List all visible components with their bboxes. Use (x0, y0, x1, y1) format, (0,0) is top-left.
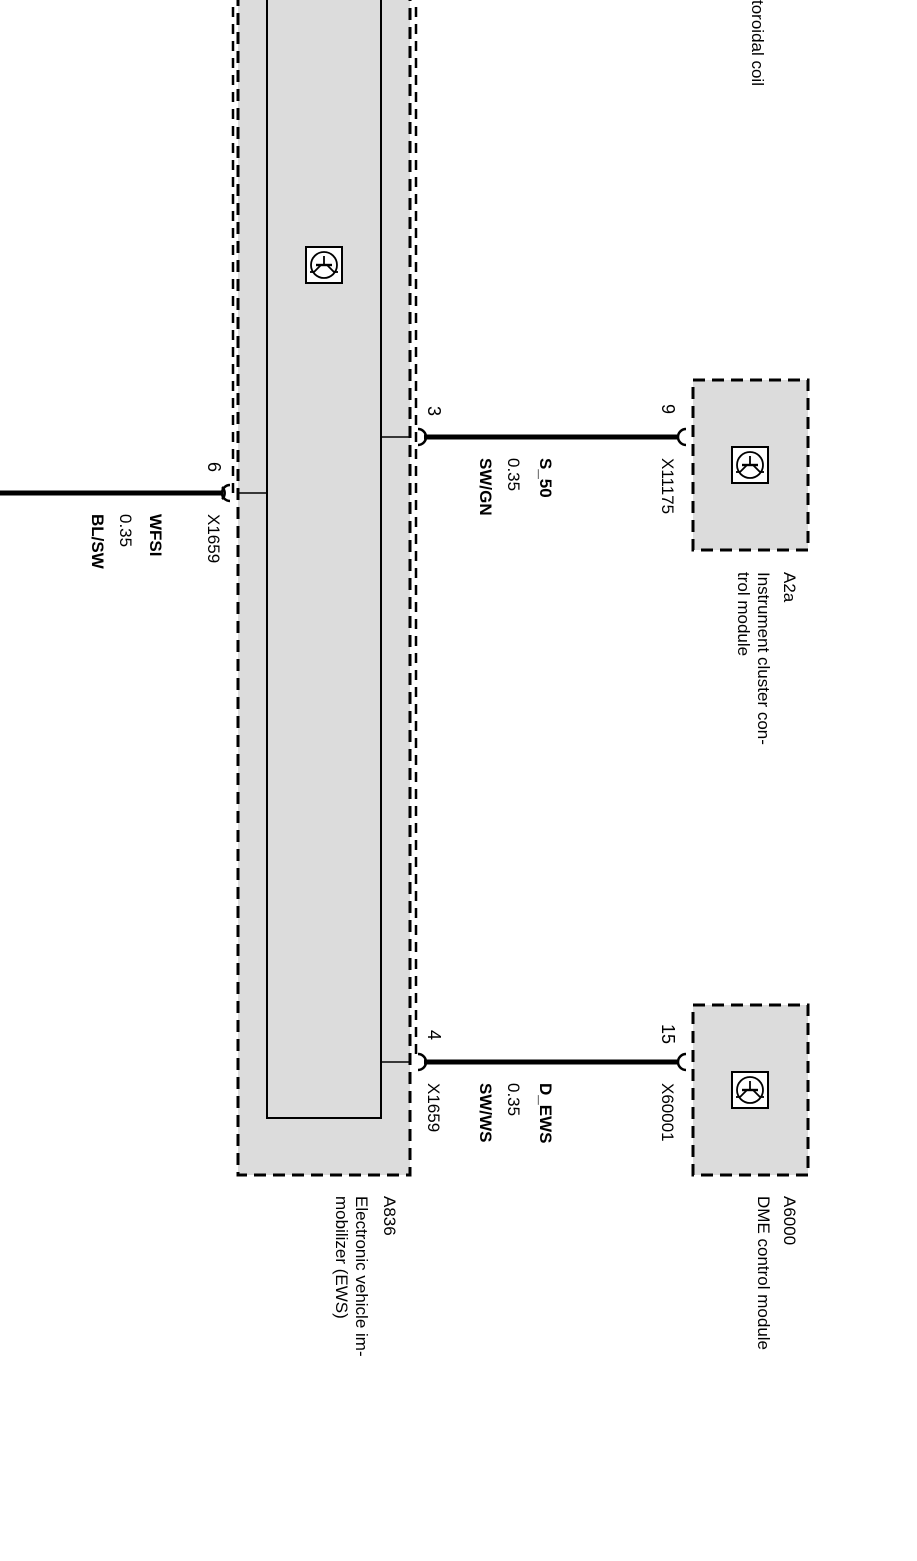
wfsi-connector-label: X1659 (204, 514, 223, 563)
ews-inner-block (266, 0, 382, 1119)
dews-signal-label: D_EWS (536, 1083, 555, 1143)
instrument-cluster-name-line2: trol module (734, 572, 753, 656)
s50-ews-pin-label: 3 (424, 406, 444, 416)
dews-gauge-label: 0.35 (504, 1083, 523, 1116)
labels: toroidal coil 6 X1659 WFSI 0.35 BL/SW 3 … (88, 0, 799, 1357)
instrument-cluster-module (691, 378, 810, 552)
ews-module (231, 0, 418, 1177)
wire-d-ews (417, 1052, 687, 1072)
ews-module-name-line2: mobilizer (EWS) (332, 1196, 351, 1319)
connector-pin-s50-cluster (676, 427, 687, 447)
connector-pin-s50-ews (417, 427, 428, 447)
wfsi-gauge-label: 0.35 (116, 514, 135, 547)
instrument-cluster-code: A2a (780, 572, 799, 603)
ews-module-name-line1: Electronic vehicle im- (352, 1196, 371, 1357)
dme-module-code: A6000 (780, 1196, 799, 1245)
dme-module-name: DME control module (754, 1196, 773, 1350)
dews-ews-pin-label: 4 (424, 1030, 444, 1040)
ews-module-code: A836 (380, 1196, 399, 1236)
wfsi-pin-label: 6 (204, 462, 224, 472)
wfsi-signal-label: WFSI (146, 514, 165, 557)
wire-wfsi (0, 483, 231, 503)
wfsi-color-label: BL/SW (88, 514, 107, 570)
instrument-cluster-name-line1: Instrument cluster con- (754, 572, 773, 745)
transistor-icon (304, 245, 344, 285)
dews-dme-connector-label: X60001 (658, 1083, 677, 1142)
s50-signal-label: S_50 (536, 458, 555, 498)
transistor-icon (730, 445, 770, 485)
dme-module (691, 1003, 810, 1177)
toroidal-coil-label: toroidal coil (748, 0, 767, 86)
dews-color-label: SW/WS (476, 1083, 495, 1143)
s50-gauge-label: 0.35 (504, 458, 523, 491)
wire-s50 (417, 427, 687, 447)
s50-cluster-pin-label: 9 (658, 404, 678, 414)
s50-color-label: SW/GN (476, 458, 495, 516)
connector-pin-dews-dme (676, 1052, 687, 1072)
s50-connector-label: X11175 (658, 458, 677, 514)
connector-pin-dews-ews (417, 1052, 428, 1072)
transistor-icon (730, 1070, 770, 1110)
dews-ews-connector-label: X1659 (424, 1083, 443, 1132)
dews-dme-pin-label: 15 (658, 1024, 678, 1044)
